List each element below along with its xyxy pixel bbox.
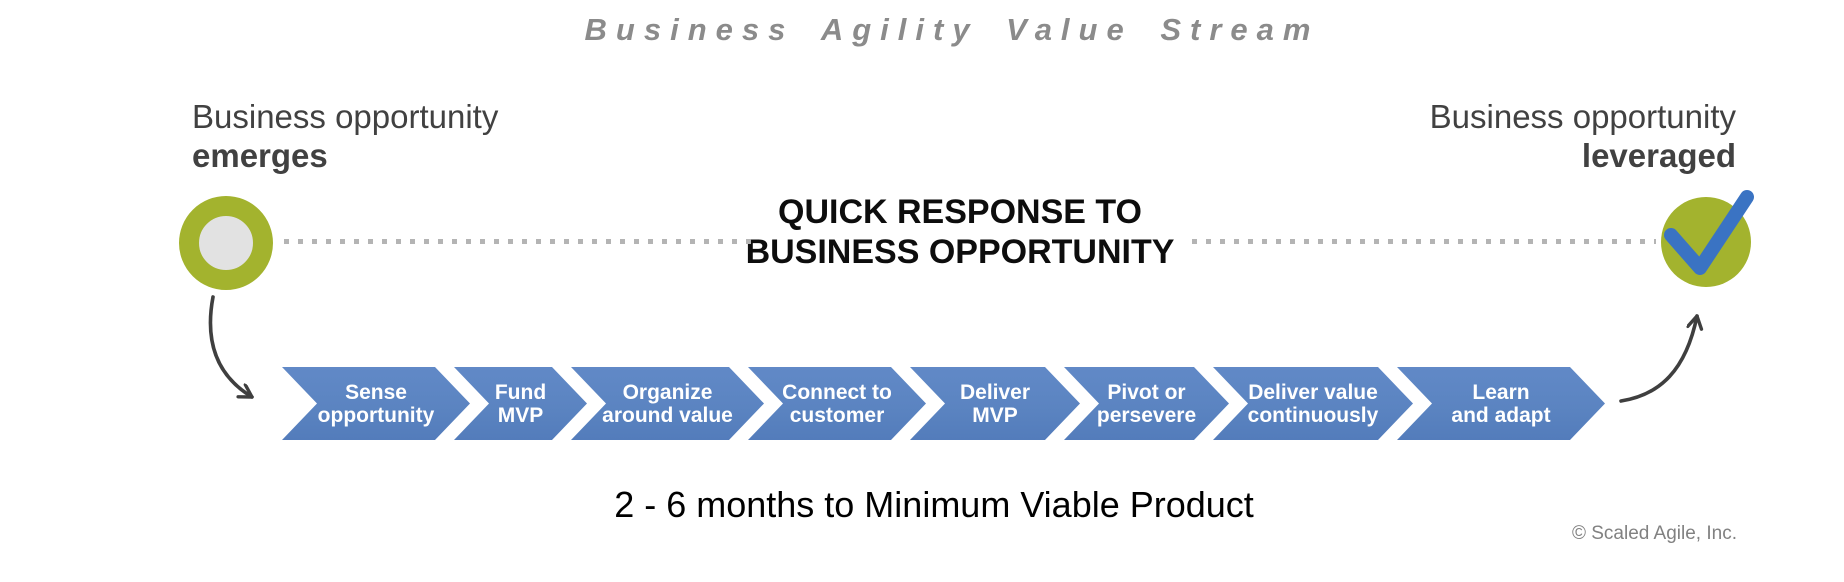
- start-label-line1: Business opportunity: [192, 98, 499, 135]
- step-label: Fund: [494, 380, 547, 404]
- quick-response-line2: BUSINESS OPPORTUNITY: [745, 233, 1175, 271]
- step-label: Deliver value: [1248, 380, 1378, 404]
- step-label: and adapt: [1451, 403, 1551, 427]
- step-fund-mvp: Fund MVP: [454, 367, 587, 440]
- quick-response-caption: QUICK RESPONSE TO BUSINESS OPPORTUNITY: [660, 192, 1260, 272]
- end-circle: [1661, 197, 1751, 287]
- curved-arrow-icon-left: [208, 295, 254, 399]
- dotted-line-right: [1192, 239, 1656, 244]
- step-label: continuously: [1247, 403, 1379, 427]
- curved-arrow-icon-right: [1619, 314, 1697, 403]
- step-label: Connect to: [782, 380, 892, 404]
- step-label: Deliver: [959, 380, 1031, 404]
- step-label: customer: [789, 403, 885, 427]
- step-label: Learn: [1472, 380, 1530, 404]
- duration-caption: 2 - 6 months to Minimum Viable Product: [614, 484, 1254, 525]
- step-deliver-value-continuously: Deliver value continuously: [1213, 367, 1413, 440]
- value-stream-steps: Sense opportunity Fund MVP Organize arou…: [282, 367, 1605, 440]
- step-label: Organize: [622, 380, 713, 404]
- step-deliver-mvp: Deliver MVP: [910, 367, 1080, 440]
- step-connect-to-customer: Connect to customer: [748, 367, 926, 440]
- step-label: persevere: [1096, 403, 1197, 427]
- end-label-line2: leveraged: [1581, 137, 1736, 174]
- step-label: opportunity: [317, 403, 435, 427]
- dotted-line-left: [284, 239, 752, 244]
- step-label: Sense: [345, 380, 407, 404]
- copyright-notice: © Scaled Agile, Inc.: [1571, 523, 1737, 544]
- step-label: Pivot or: [1107, 380, 1186, 404]
- step-pivot-or-persevere: Pivot or persevere: [1064, 367, 1229, 440]
- step-label: around value: [602, 403, 733, 427]
- step-learn-and-adapt: Learn and adapt: [1397, 367, 1605, 440]
- end-label: Business opportunity leveraged: [1430, 97, 1736, 175]
- start-label-line2: emerges: [192, 137, 328, 174]
- step-sense-opportunity: Sense opportunity: [282, 367, 470, 440]
- ring-circle-icon: [179, 196, 273, 290]
- diagram-title: Business Agility Value Stream: [584, 12, 1320, 47]
- step-organize-around-value: Organize around value: [571, 367, 764, 440]
- end-label-line1: Business opportunity: [1429, 98, 1736, 135]
- step-label: MVP: [972, 403, 1018, 427]
- step-label: MVP: [497, 403, 544, 427]
- start-label: Business opportunity emerges: [192, 97, 498, 175]
- quick-response-line1: QUICK RESPONSE TO: [778, 193, 1142, 231]
